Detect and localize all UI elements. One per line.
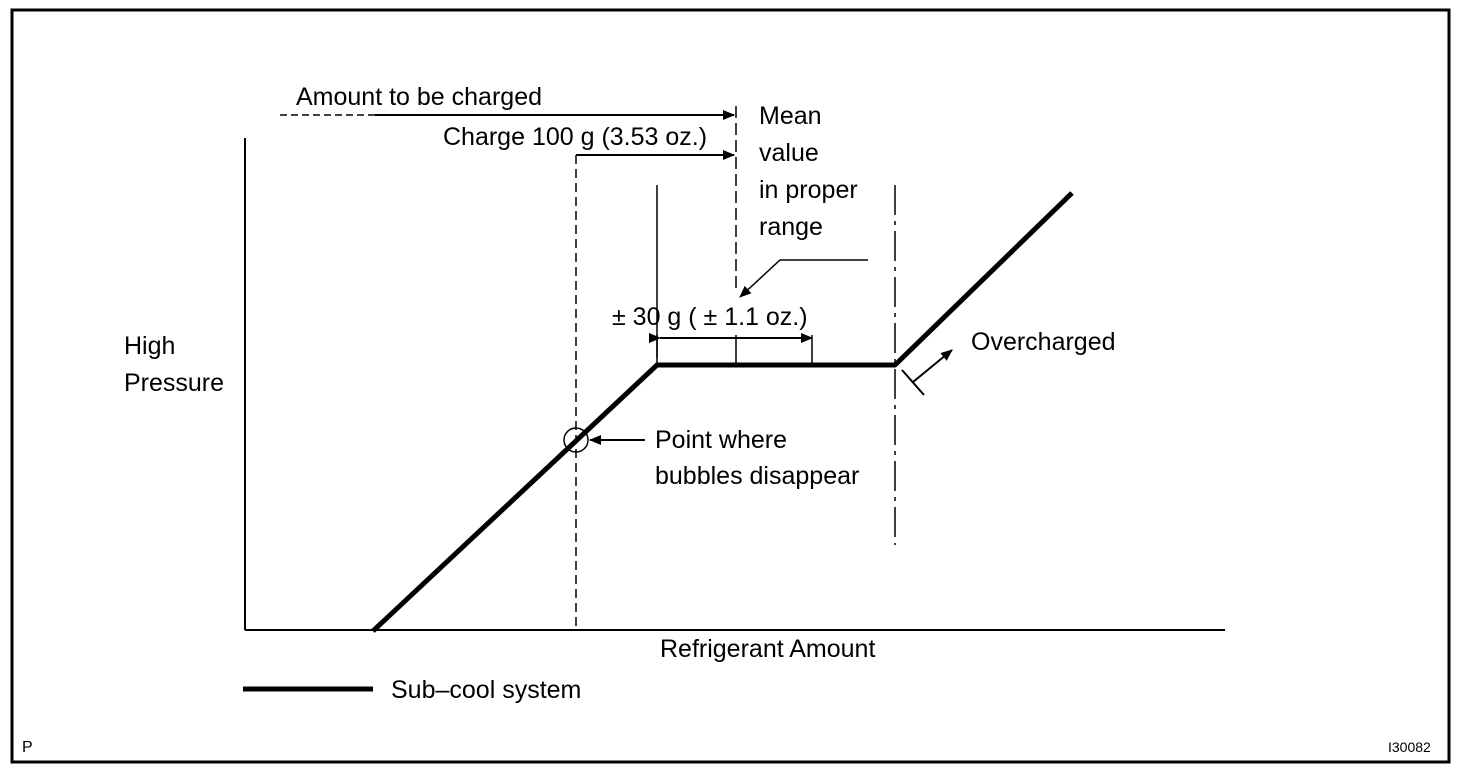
high-pressure-label-line-2: Pressure <box>124 369 224 397</box>
x-axis-label: Refrigerant Amount <box>660 635 875 663</box>
mean-value-label-line-4: range <box>759 213 823 241</box>
mean-value-label-line-3: in proper <box>759 176 858 204</box>
legend-label: Sub–cool system <box>391 676 581 704</box>
mean-leader-line <box>739 259 868 298</box>
bubbles-point-circle <box>563 427 589 453</box>
charge-100g-label: Charge 100 g (3.53 oz.) <box>443 123 707 151</box>
mean-value-label-line-2: value <box>759 139 819 167</box>
bubbles-label-line-1: Point where <box>655 426 787 454</box>
overcharged-arrow <box>912 349 953 383</box>
overcharged-label: Overcharged <box>971 328 1116 356</box>
sub-cool-curve <box>371 191 1074 633</box>
corner-left-code: P <box>22 739 33 756</box>
high-pressure-label-line-1: High <box>124 332 175 360</box>
tolerance-label: ± 30 g ( ± 1.1 oz.) <box>612 303 808 331</box>
bubbles-label-line-2: bubbles disappear <box>655 462 859 490</box>
corner-right-code: I30082 <box>1388 739 1431 755</box>
mean-value-label-line-1: Mean <box>759 102 822 130</box>
amount-to-be-charged-label: Amount to be charged <box>296 83 542 111</box>
diagram-border <box>10 8 1451 764</box>
overcharged-tick <box>901 369 925 396</box>
